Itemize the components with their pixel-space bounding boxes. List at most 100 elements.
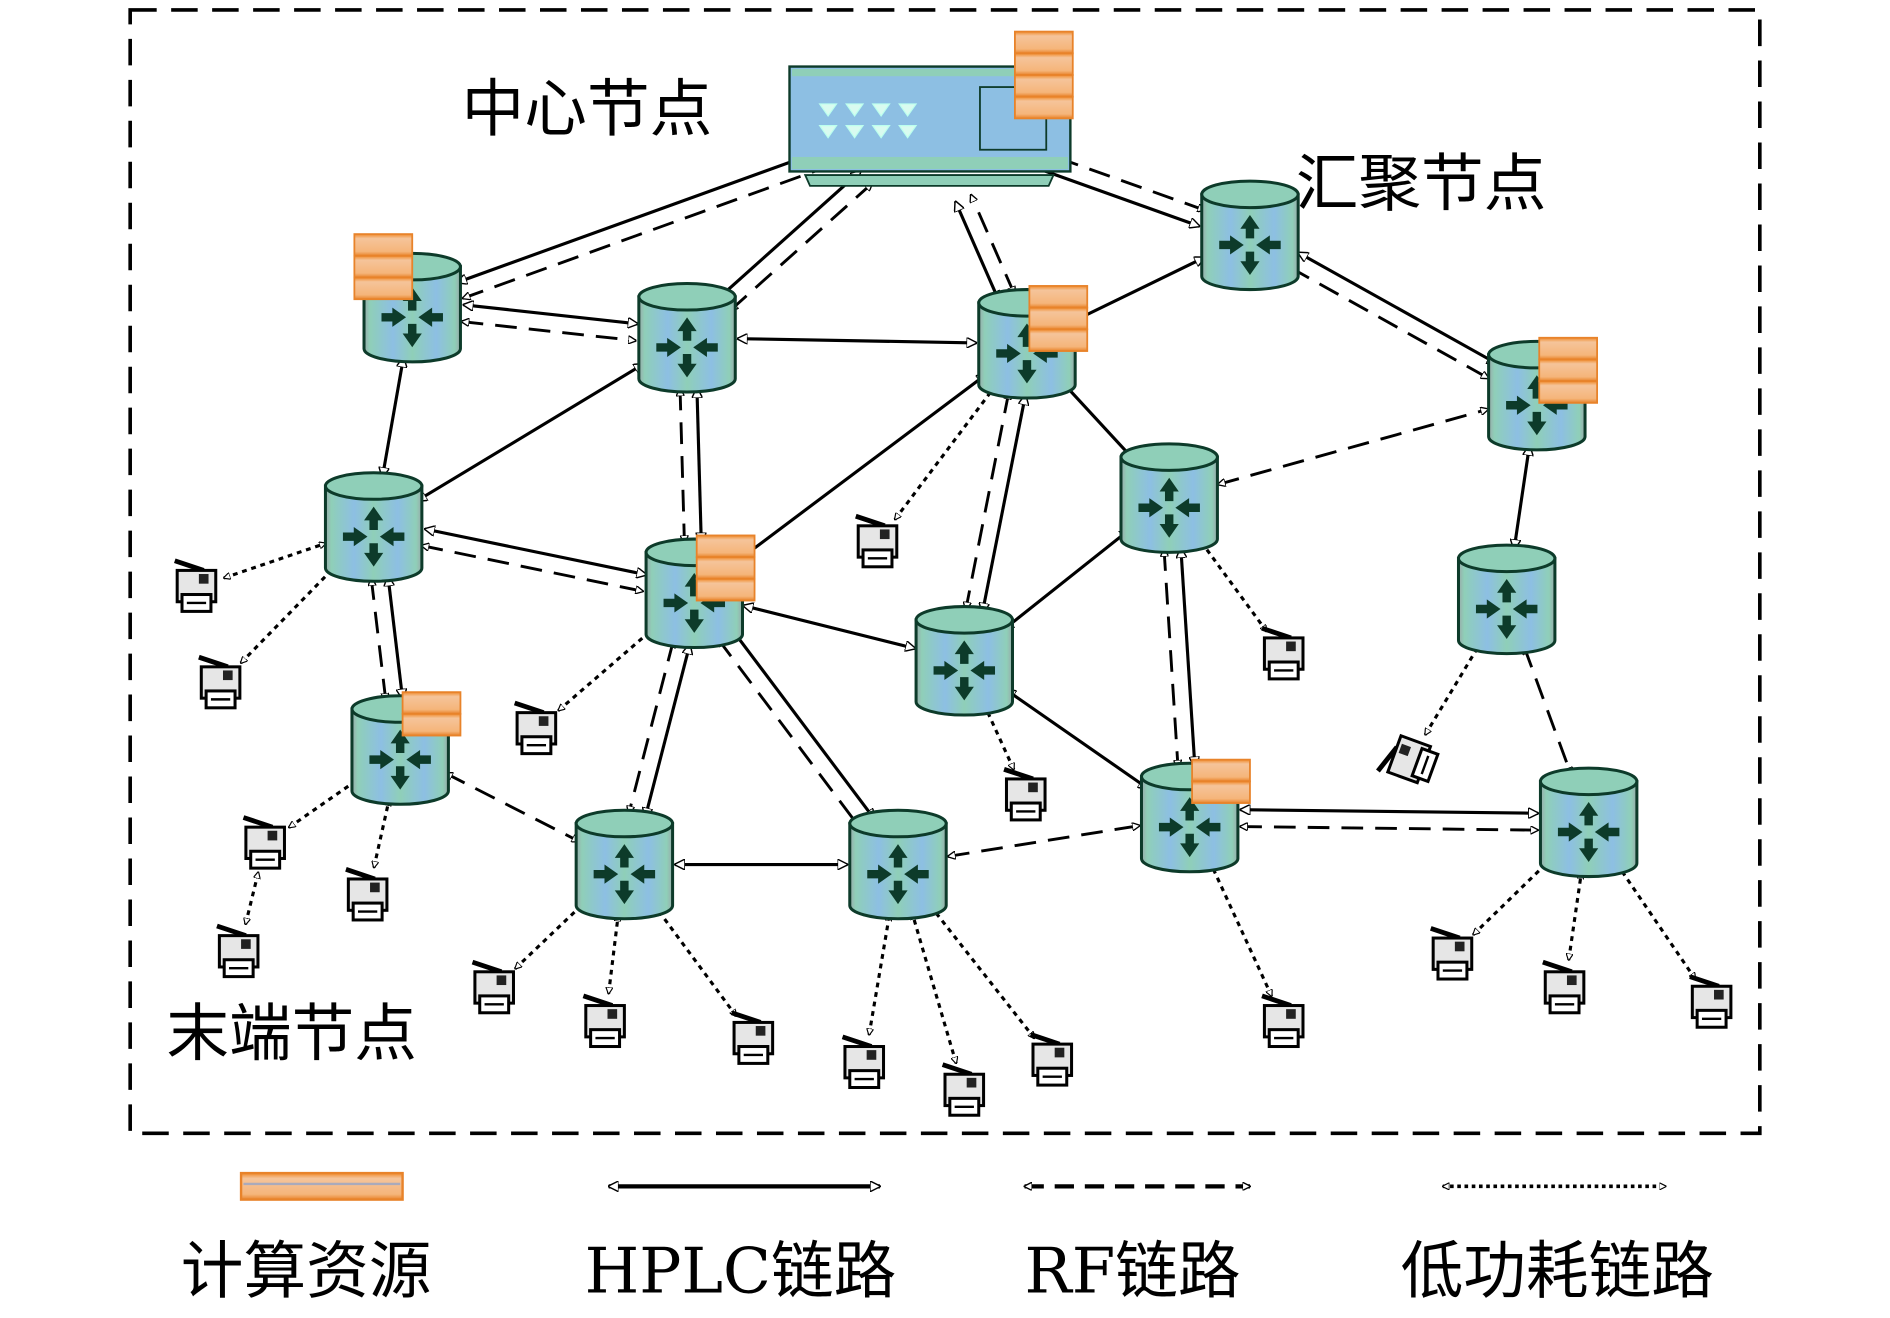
router-arrows-icon [1557, 801, 1620, 862]
lowpower-link [912, 913, 956, 1063]
hplc-link [1298, 251, 1496, 365]
terminals-layer [174, 513, 1733, 1117]
compute-resource-stack [695, 534, 756, 602]
hplc-link [1072, 256, 1204, 324]
terminal-device-icon [1261, 993, 1305, 1049]
compute-resource-block [353, 276, 414, 301]
compute-resource-block [1538, 336, 1599, 361]
hplc-link [1006, 690, 1148, 789]
terminal-device-icon [198, 654, 242, 710]
rf-link [371, 578, 386, 700]
router-node [323, 471, 424, 583]
lowpower-link [609, 915, 619, 994]
compute-resource-block [1538, 380, 1599, 404]
terminal-device-icon [216, 923, 260, 979]
router-node [1456, 543, 1557, 656]
rf-link [462, 322, 636, 341]
router-node [644, 534, 756, 650]
hplc-link [738, 339, 977, 343]
hplc-link [697, 388, 701, 542]
router-node [353, 233, 462, 364]
lowpower-link [653, 905, 738, 1016]
router-node [914, 605, 1015, 717]
compute-resource-block [1538, 358, 1599, 383]
lowpower-link [515, 899, 588, 968]
port-icons [818, 103, 918, 139]
compute-resource-block [1028, 328, 1089, 352]
router-arrows-icon [1158, 797, 1221, 858]
hplc-link [731, 629, 874, 819]
terminal-device-icon [1542, 959, 1586, 1015]
compute-resource-block [695, 556, 756, 580]
terminal-device-icon [513, 700, 558, 756]
rf-link [629, 640, 674, 813]
router-arrows-icon [1138, 477, 1200, 538]
compute-resource-block [353, 233, 414, 257]
router-arrows-icon [933, 640, 996, 701]
legend-rf-label: RF链路 [1025, 1234, 1241, 1307]
hplc-link [719, 171, 861, 298]
compute-resource-block [1014, 74, 1074, 98]
rf-link [1290, 266, 1488, 380]
rf-link [422, 546, 643, 592]
router-node [1538, 766, 1639, 879]
hplc-link [417, 362, 644, 503]
rf-link [1524, 647, 1571, 775]
terminal-device-icon [242, 815, 286, 870]
router-arrows-icon [342, 506, 405, 567]
compute-resource-block [695, 577, 756, 602]
rf-link [1240, 827, 1538, 831]
rf-link [445, 771, 579, 843]
router-node [1487, 336, 1599, 452]
router-arrows-icon [867, 844, 929, 905]
legend: 计算资源 HPLC链路 RF链路 低功耗链路 [181, 1171, 1714, 1307]
router-node [848, 808, 948, 921]
compute-resource-stack [1191, 758, 1251, 804]
router-arrows-icon [1475, 578, 1538, 639]
compute-resource-block [1014, 30, 1074, 55]
lowpower-link [1615, 864, 1697, 979]
compute-resource-block [695, 534, 756, 559]
aggregation-node-label: 汇聚节点 [1296, 147, 1547, 220]
compute-resource-stack [353, 233, 414, 301]
hplc-link [1061, 381, 1135, 461]
rf-link [1218, 409, 1488, 484]
hplc-link [388, 576, 403, 698]
compute-resource-block [401, 712, 462, 737]
compute-resource-block [353, 254, 414, 279]
hplc-link [1181, 548, 1195, 766]
rf-link [966, 392, 1009, 610]
hplc-link [982, 395, 1025, 613]
router-node [1200, 179, 1300, 292]
hplc-link [743, 606, 915, 649]
router-node [1139, 758, 1251, 874]
legend-lowpower-label: 低功耗链路 [1401, 1234, 1714, 1307]
router-node [1119, 442, 1219, 554]
router-arrows-icon [1506, 375, 1568, 436]
lowpower-link [246, 872, 259, 924]
rf-link [730, 183, 872, 310]
center-node [788, 30, 1074, 187]
compute-resource-block [1191, 758, 1251, 783]
lowpower-link [224, 543, 326, 578]
center-node-label: 中心节点 [462, 72, 713, 145]
rf-link [1164, 549, 1178, 767]
terminal-device-icon [841, 1034, 886, 1090]
lowpower-link [374, 799, 389, 867]
compute-resource-block [1028, 285, 1089, 309]
router-node [350, 691, 462, 806]
terminal-device-icon [1689, 974, 1733, 1029]
lowpower-link [1569, 872, 1582, 960]
lowpower-link [929, 904, 1034, 1038]
legend-hplc-label: HPLC链路 [585, 1234, 897, 1307]
terminal-device-icon [582, 993, 626, 1049]
router-node [637, 282, 737, 394]
rf-link [680, 389, 684, 543]
compute-resource-stack [1014, 30, 1074, 120]
router-arrows-icon [656, 317, 718, 378]
terminal-device-icon [1029, 1032, 1074, 1087]
lowpower-link [1473, 858, 1552, 935]
terminal-node-label: 末端节点 [166, 997, 417, 1070]
nodes-layer [323, 30, 1639, 921]
